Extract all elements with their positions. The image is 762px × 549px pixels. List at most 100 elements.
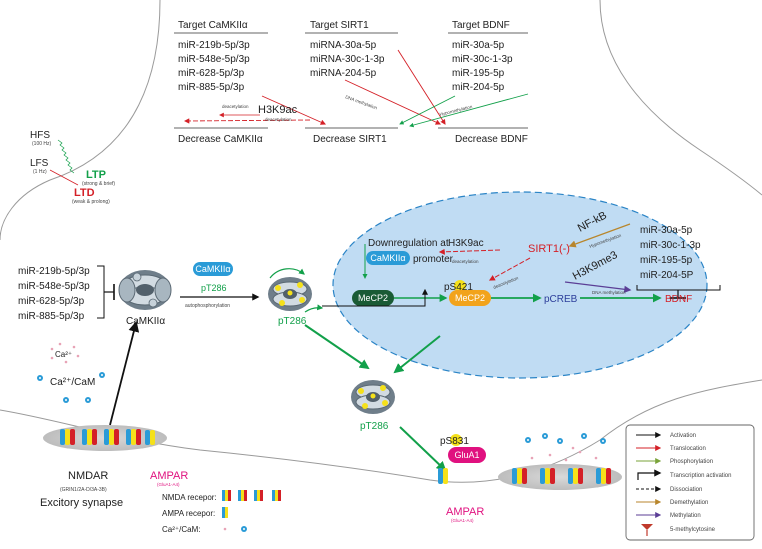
legend-items: Activation Translocation Phosphorylation… (636, 432, 731, 536)
transcription-activation-arrow (322, 288, 428, 307)
target-camkii-panel: Target CaMKIIα miR-219b-5p/3p miR-548e-5… (174, 20, 268, 93)
bdnf-to-sirt1-arrow (399, 95, 456, 125)
nucleus-mirna-4: miR-204-5P (640, 270, 694, 281)
top-dna-methylation: DNA methylation (345, 94, 379, 110)
autophos-circular-arrow-top (269, 268, 305, 279)
target-bdnf-mirna-3: miR-195-5p (452, 68, 505, 79)
decrease-bdnf: Decrease BDNF (455, 134, 528, 145)
target-sirt1-mirna-1: miRNA-30a-5p (310, 40, 377, 51)
legend-label-phosphorylation: Phosphorylation (670, 459, 713, 465)
glua1-text: GluA1 (454, 450, 479, 460)
receptors-right-icon (438, 468, 611, 484)
mecp2-orange-badge (449, 290, 491, 306)
stimulation-panel: HFS (100 Hz) LFS (1 Hz) LTP (strong & br… (30, 130, 115, 205)
autophos-badge-text: CaMKIIα (195, 264, 230, 274)
target-bdnf-mirna-1: miR-30a-5p (452, 40, 505, 51)
target-bdnf-mirna-2: miR-30c-1-3p (452, 54, 513, 65)
key-ca-icon (223, 526, 247, 532)
key-ampa: AMPA recepor: (162, 509, 215, 518)
nucleus-mirna-2: miR-30c-1-3p (640, 240, 701, 251)
left-mirna-1: miR-219b-5p/3p (18, 266, 90, 277)
nucleus-mirna-3: miR-195-5p (640, 255, 693, 266)
right-synapse (498, 464, 622, 490)
ltp-label: LTP (86, 169, 106, 181)
h3k9me3-methylation-arrow (564, 281, 632, 293)
nucleus (332, 191, 708, 379)
bdnf-label: BDNF (665, 294, 692, 305)
decrease-sirt1: Decrease SIRT1 (313, 134, 387, 145)
lfs-label: LFS (30, 158, 49, 169)
legend-transcription-icon (637, 469, 662, 480)
sirt1-deacetylation-arrow (488, 257, 531, 281)
mirna-bracket-icon (97, 265, 105, 319)
neuron-membrane-top (599, 0, 762, 196)
ps831-phospho-icon (450, 434, 462, 446)
target-bdnf-mirna-4: miR-204-5p (452, 82, 505, 93)
top-deacetylation-right: deacetylation (265, 117, 292, 122)
glua1-badge (448, 447, 486, 463)
upper-to-lower-arrow (304, 324, 370, 370)
nucleus-deacetylation: deacetylation (452, 259, 479, 264)
excitatory-label: Excitory synapse (40, 497, 123, 509)
target-sirt1-mirna-2: miRNA-30c-1-3p (310, 54, 385, 65)
autophos-circular-arrow-bottom (304, 304, 324, 313)
downreg-badge (366, 251, 410, 265)
target-sirt1-title: Target SIRT1 (310, 20, 369, 31)
downreg-line1: Downregulation at (368, 238, 449, 249)
legend-label-translocation: Translocation (670, 446, 706, 452)
legend-label-dissociation: Dissociation (670, 487, 702, 493)
mecp2-dark-badge (352, 290, 394, 306)
left-mirna-list: miR-219b-5p/3p miR-548e-5p/3p miR-628-5p… (18, 265, 115, 322)
target-bdnf-panel: Target BDNF miR-30a-5p miR-30c-1-3p miR-… (448, 20, 528, 93)
key-nmda: NMDA recepor: (162, 493, 217, 502)
ampar-left-sub: (GluA1-A4) (157, 482, 180, 487)
camkii-label: CaMKIIα (126, 316, 165, 327)
downreg-badge-text: CaMKIIα (370, 253, 405, 263)
hfs-sub: (100 Hz) (32, 141, 52, 147)
legend-box (625, 424, 755, 541)
ca-ion-label: Ca²⁺ (55, 350, 72, 359)
lower-to-ampar-arrow (399, 426, 447, 472)
sirt1-methylation-arrow (261, 95, 326, 125)
nmdar-label: NMDAR (68, 470, 108, 482)
legend-label-methylcytosine: 5-methylcytosine (670, 527, 716, 533)
camkii-holoenzyme-icon (118, 270, 172, 310)
ampar-left-label: AMPAR (150, 470, 188, 482)
target-bdnf-title: Target BDNF (452, 20, 510, 31)
lfs-line-icon (49, 169, 79, 186)
legend-label-transcription: Transcription activation (670, 473, 731, 479)
top-deacetylation-left: deacetylation (222, 104, 249, 109)
left-mirna-4: miR-885-5p/3p (18, 311, 85, 322)
ps421-label: pS421 (444, 282, 473, 293)
nmdar-activation-arrow (109, 320, 140, 426)
nucleus-mirna-1: miR-30a-5p (640, 225, 693, 236)
ps831-label: pS831 (440, 436, 469, 447)
left-mirna-3: miR-628-5p/3p (18, 296, 85, 307)
sirt1-to-bdnf-arrow-1 (344, 79, 441, 125)
target-camkii-mirna-2: miR-548e-5p/3p (178, 54, 250, 65)
h3k9me3-dna-methylation: DNA methylation (592, 290, 626, 295)
ps421-phospho-icon (454, 280, 466, 292)
bdnf-to-sirt1-hypomethylation (409, 93, 529, 128)
neuron-membrane (0, 0, 161, 241)
nucleus-h3k9ac-arrow (438, 248, 501, 255)
legend-methylcytosine-icon (641, 524, 653, 536)
left-mirna-2: miR-548e-5p/3p (18, 281, 90, 292)
top-h3k9ac: H3K9ac (258, 104, 298, 116)
target-sirt1-mirna-3: miRNA-204-5p (310, 68, 377, 79)
camkii-phospho-lower-icon (351, 380, 395, 414)
camkii-phospho-upper-icon (268, 277, 312, 311)
key-nmda-icon (222, 490, 281, 501)
legend-label-demethylation: Demethylation (670, 500, 708, 506)
autophos-pt286: pT286 (201, 283, 227, 293)
pcreb-label: pCREB (544, 294, 578, 305)
target-camkii-title: Target CaMKIIα (178, 20, 248, 31)
lfs-sub: (1 Hz) (33, 169, 47, 175)
sirt1-to-bdnf-arrow-2 (397, 49, 446, 125)
sirt1-label: SIRT1(-) (528, 243, 570, 255)
nmdar-sub: (GRIN1/2A-D/3A-3B) (60, 487, 107, 493)
pt286-upper-label: pT286 (278, 316, 307, 327)
ltp-sub: (strong & brief) (82, 181, 115, 187)
nucleus-to-lower-arrow (393, 335, 441, 374)
